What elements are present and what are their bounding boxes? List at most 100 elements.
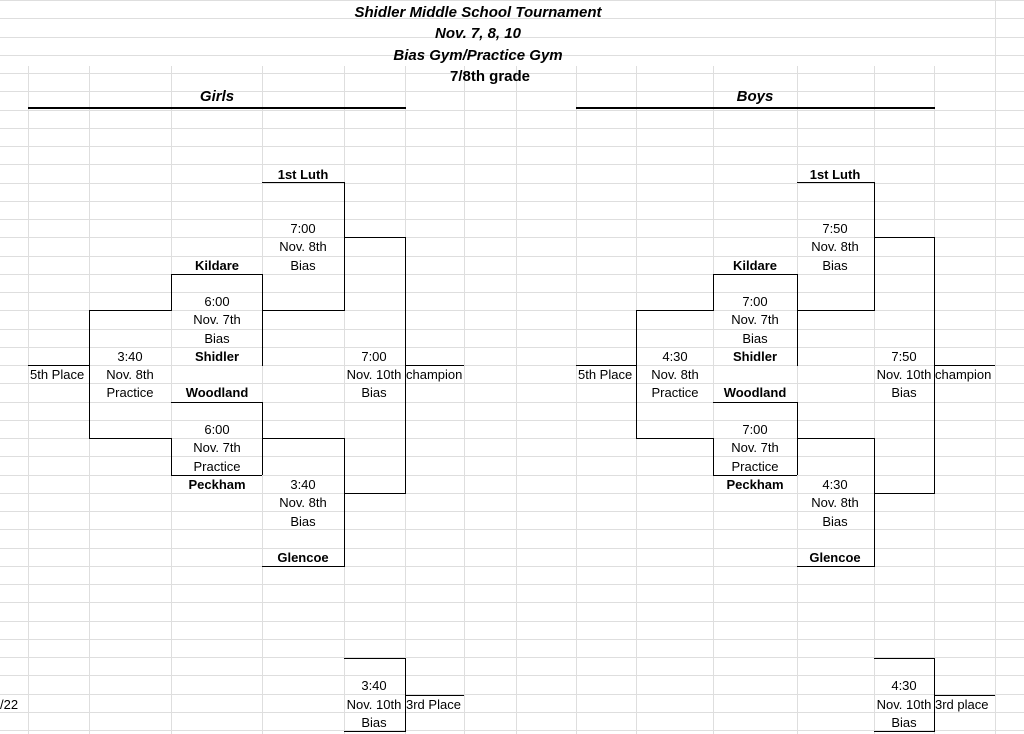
bracket-line — [875, 237, 935, 238]
game-date: Nov. 8th — [651, 367, 699, 382]
game-site: Practice — [106, 385, 154, 400]
bracket-line — [262, 274, 263, 366]
game-time: 4:30 — [662, 349, 688, 364]
bracket-line — [713, 402, 797, 403]
team-name: Glencoe — [809, 550, 861, 565]
tournament-venues: Bias Gym/Practice Gym — [393, 47, 563, 64]
game-date: Nov. 8th — [811, 495, 859, 510]
team-name: Peckham — [726, 477, 784, 492]
bracket-line — [406, 365, 464, 366]
game-date: Nov. 8th — [811, 239, 859, 254]
team-name: 1st Luth — [809, 167, 861, 182]
team-name: Shidler — [194, 349, 240, 364]
bracket-line — [171, 274, 172, 311]
game-site: Bias — [742, 331, 768, 346]
game-site: Bias — [290, 514, 316, 529]
game-time: 3:40 — [290, 477, 316, 492]
game-site: Bias — [361, 715, 387, 730]
bracket-line — [344, 438, 345, 566]
team-name: Woodland — [185, 385, 249, 400]
bracket-line — [344, 182, 345, 310]
team-name: Shidler — [732, 349, 778, 364]
game-site: Bias — [290, 258, 316, 273]
team-name: Kildare — [194, 258, 240, 273]
game-date: Nov. 10th — [876, 697, 932, 712]
bracket-line — [171, 438, 172, 475]
fifth-place-label: 5th Place — [578, 367, 633, 382]
bracket-line — [713, 274, 797, 275]
bracket-line — [874, 731, 935, 732]
bracket-line — [713, 475, 797, 476]
champion-label: champion — [406, 367, 463, 382]
bracket-line — [934, 237, 935, 493]
team-name: Peckham — [188, 477, 246, 492]
bracket-line — [874, 438, 875, 566]
game-time: 3:40 — [117, 349, 143, 364]
game-date: Nov. 10th — [876, 367, 932, 382]
game-date: Nov. 8th — [279, 239, 327, 254]
bracket-line — [89, 310, 90, 438]
team-name: Woodland — [723, 385, 787, 400]
bracket-line — [713, 438, 714, 475]
bracket-line — [405, 237, 406, 493]
girls-label: Girls — [199, 88, 235, 105]
bracket-line — [28, 365, 89, 366]
girls-header-underline — [28, 107, 406, 109]
fifth-place-label: 5th Place — [30, 367, 85, 382]
bracket-line — [405, 658, 406, 732]
game-site: Practice — [731, 459, 779, 474]
game-time: 7:50 — [891, 349, 917, 364]
boys-header-underline — [576, 107, 935, 109]
bracket-line — [89, 438, 171, 439]
bracket-line — [935, 365, 995, 366]
bracket-line — [797, 274, 798, 366]
boys-label: Boys — [736, 88, 774, 105]
game-date: Nov. 10th — [346, 697, 402, 712]
game-time: 4:30 — [822, 477, 848, 492]
bracket-line — [171, 274, 262, 275]
team-name: Kildare — [732, 258, 778, 273]
bracket-line — [345, 237, 406, 238]
team-name: Glencoe — [277, 550, 329, 565]
bracket-line — [262, 182, 344, 183]
bracket-line — [262, 566, 345, 567]
bracket-line — [171, 475, 262, 476]
bracket-line — [171, 402, 262, 403]
bracket-line — [935, 695, 995, 696]
team-name: 1st Luth — [277, 167, 329, 182]
bracket-line — [345, 493, 406, 494]
game-site: Bias — [891, 715, 917, 730]
game-time: 6:00 — [204, 422, 230, 437]
game-time: 7:00 — [361, 349, 387, 364]
tournament-dates: Nov. 7, 8, 10 — [435, 25, 521, 42]
tournament-grade: 7/8th grade — [449, 68, 531, 85]
bracket-line — [344, 731, 406, 732]
third-place-label: 3rd place — [935, 697, 989, 712]
game-date: Nov. 7th — [193, 312, 241, 327]
bracket-line — [797, 310, 875, 311]
game-site: Bias — [891, 385, 917, 400]
game-site: Bias — [361, 385, 387, 400]
bracket-line — [875, 493, 935, 494]
footer-cell: /22 — [0, 697, 19, 712]
game-time: 7:00 — [290, 221, 316, 236]
game-date: Nov. 7th — [731, 440, 779, 455]
game-time: 3:40 — [361, 678, 387, 693]
game-time: 7:00 — [742, 294, 768, 309]
game-site: Bias — [204, 331, 230, 346]
game-site: Bias — [822, 514, 848, 529]
game-time: 7:00 — [742, 422, 768, 437]
bracket-line — [636, 310, 637, 438]
game-site: Practice — [651, 385, 699, 400]
game-date: Nov. 7th — [193, 440, 241, 455]
game-date: Nov. 8th — [106, 367, 154, 382]
game-time: 6:00 — [204, 294, 230, 309]
game-time: 7:50 — [822, 221, 848, 236]
bracket-line — [576, 365, 636, 366]
bracket-line — [797, 182, 874, 183]
game-time: 4:30 — [891, 678, 917, 693]
bracket-line — [797, 438, 874, 439]
champion-label: champion — [935, 367, 992, 382]
